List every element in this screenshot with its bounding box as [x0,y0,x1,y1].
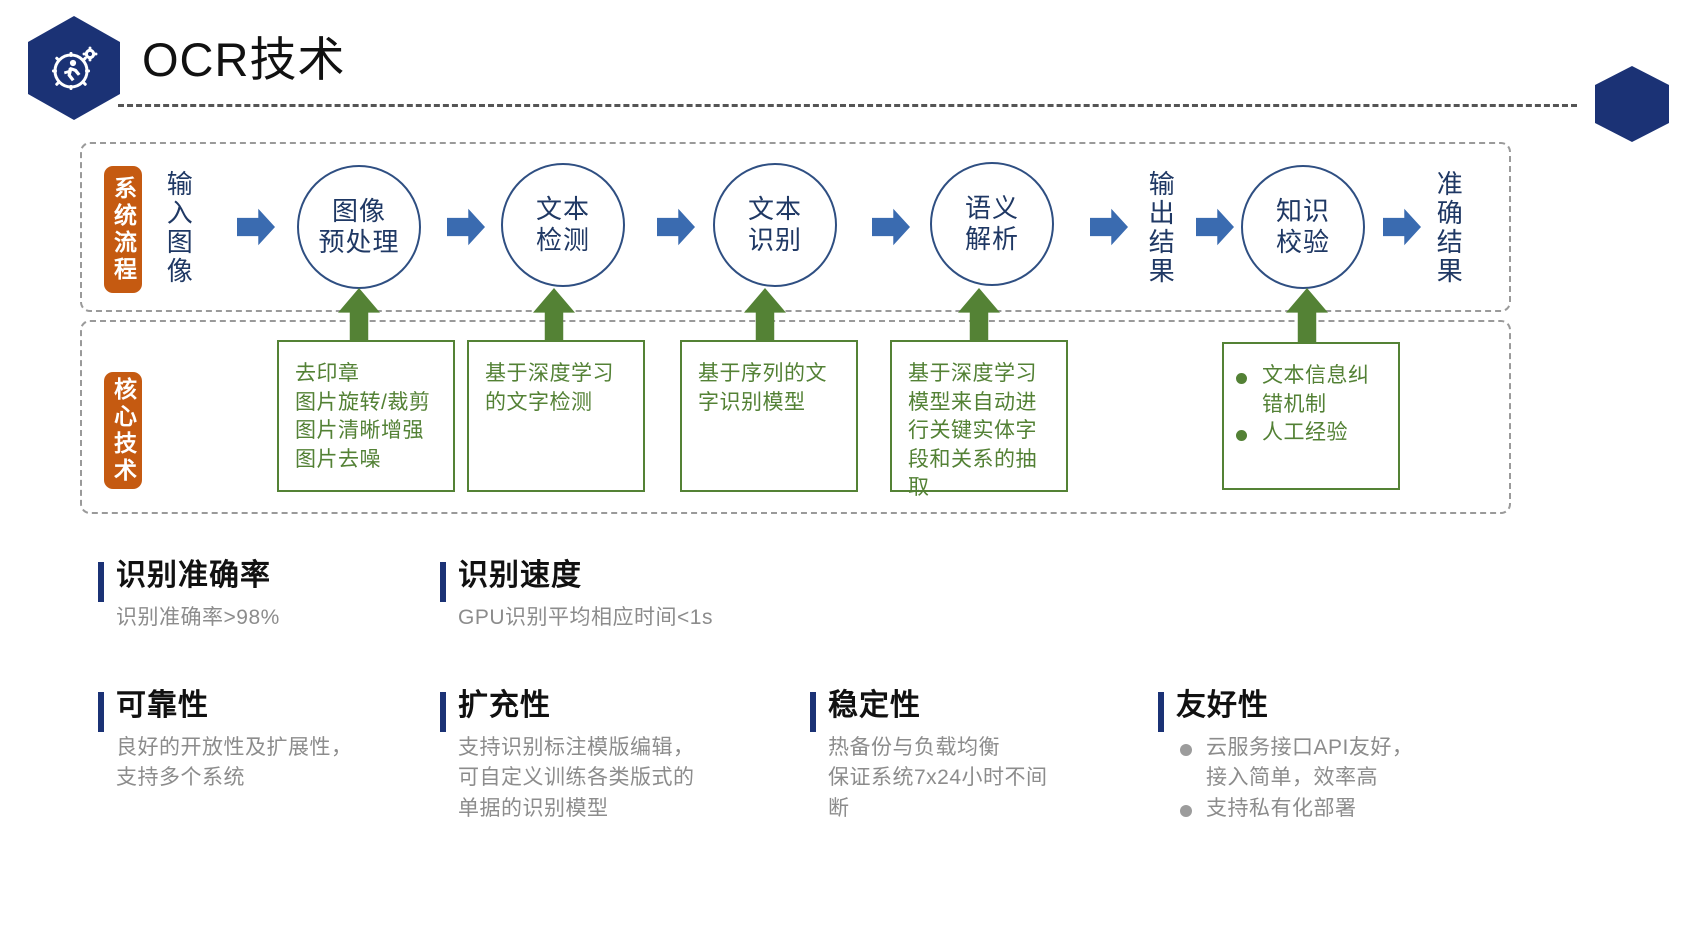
core-tech-box-detection: 基于深度学习的文字检测 [467,340,645,492]
flow-node-semantic-parsing: 语义 解析 [930,162,1054,286]
accent-bar [98,692,104,732]
feature-desc: 支持识别标注模版编辑， 可自定义训练各类版式的 单据的识别模型 [458,736,695,820]
feature-title: 可靠性 [116,689,209,722]
node-line-2: 校验 [1275,227,1330,257]
core-tech-line: 图片清晰增强 [295,419,424,443]
accent-bar [440,562,446,602]
feature-bullet: 支持私有化部署 [1179,794,1413,824]
node-line-1: 图像 [331,196,386,227]
feature-bullet-list: 云服务接口API友好， 接入简单，效率高 支持私有化部署 [1176,733,1413,824]
system-flow-panel [80,142,1511,312]
feature-desc: 热备份与负载均衡 保证系统7x24小时不间 断 [828,736,1048,820]
core-tech-bullet: 文本信息纠错机制 [1236,362,1384,419]
feature-title: 识别速度 [458,559,582,592]
core-tech-box-recognition: 基于序列的文字识别模型 [680,340,858,492]
page-title: OCR技术 [142,33,346,86]
core-technology-panel [80,320,1511,514]
core-tech-box-semantic: 基于深度学习模型来自动进行关键实体字段和关系的抽取 [890,340,1068,499]
logo-hexagon [28,16,120,120]
core-tech-line: 图片旋转/裁剪 [295,390,431,414]
feature-extensibility: 扩充性 支持识别标注模版编辑， 可自定义训练各类版式的 单据的识别模型 [440,688,695,824]
system-flow-tab: 系统流程 [104,166,142,293]
accent-bar [98,562,104,602]
core-tech-box-preprocess: 去印章 图片旋转/裁剪 图片清晰增强 图片去噪 [277,340,455,492]
flow-node-image-preprocess: 图像 预处理 [297,165,421,289]
core-tech-line: 图片去噪 [295,447,381,471]
accent-bar [1158,692,1164,732]
feature-stability: 稳定性 热备份与负载均衡 保证系统7x24小时不间 断 [810,688,1048,824]
flow-node-knowledge-verification: 知识 校验 [1241,165,1365,289]
node-line-1: 文本 [747,194,802,225]
core-tech-box-verification: 文本信息纠错机制 人工经验 [1222,342,1400,490]
feature-desc: 识别准确率>98% [116,606,280,629]
node-line-2: 检测 [535,225,590,255]
feature-title: 识别准确率 [116,559,271,592]
core-tech-bullet-list: 文本信息纠错机制 人工经验 [1232,362,1384,448]
feature-title: 扩充性 [458,689,551,722]
core-tech-bullet: 人工经验 [1236,419,1384,448]
core-tech-text: 基于深度学习模型来自动进行关键实体字段和关系的抽取 [908,362,1037,500]
node-line-2: 解析 [964,224,1019,254]
flow-node-text-detection: 文本 检测 [501,163,625,287]
core-technology-tab: 核心技术 [104,372,142,489]
node-line-1: 文本 [535,194,590,225]
input-image-label: 输入图像 [163,170,194,286]
feature-title: 友好性 [1176,689,1269,722]
feature-reliability: 可靠性 良好的开放性及扩展性， 支持多个系统 [98,688,353,794]
hexagon-decoration-icon [1595,66,1669,142]
feature-desc: GPU识别平均相应时间<1s [458,606,713,629]
node-line-2: 识别 [747,225,802,255]
header-divider [118,104,1577,107]
core-tech-text: 基于序列的文字识别模型 [698,362,827,414]
slide-header: OCR技术 [0,0,1697,142]
feature-title: 稳定性 [828,689,921,722]
node-line-1: 语义 [964,193,1019,224]
feature-recognition-speed: 识别速度 GPU识别平均相应时间<1s [440,558,713,633]
output-result-label: 输出结果 [1145,170,1176,286]
node-line-1: 知识 [1275,196,1330,227]
accent-bar [810,692,816,732]
feature-desc: 良好的开放性及扩展性， 支持多个系统 [116,736,353,790]
core-tech-line: 去印章 [295,362,360,385]
core-tech-text: 基于深度学习的文字检测 [485,362,614,414]
node-line-2: 预处理 [318,227,400,257]
accent-bar [440,692,446,732]
flow-node-text-recognition: 文本 识别 [713,163,837,287]
feature-bullet: 云服务接口API友好， 接入简单，效率高 [1179,733,1413,794]
feature-recognition-accuracy: 识别准确率 识别准确率>98% [98,558,280,633]
gear-person-icon [46,40,102,96]
accurate-result-label: 准确结果 [1433,170,1464,286]
feature-friendliness: 友好性 云服务接口API友好， 接入简单，效率高 支持私有化部署 [1158,688,1413,824]
